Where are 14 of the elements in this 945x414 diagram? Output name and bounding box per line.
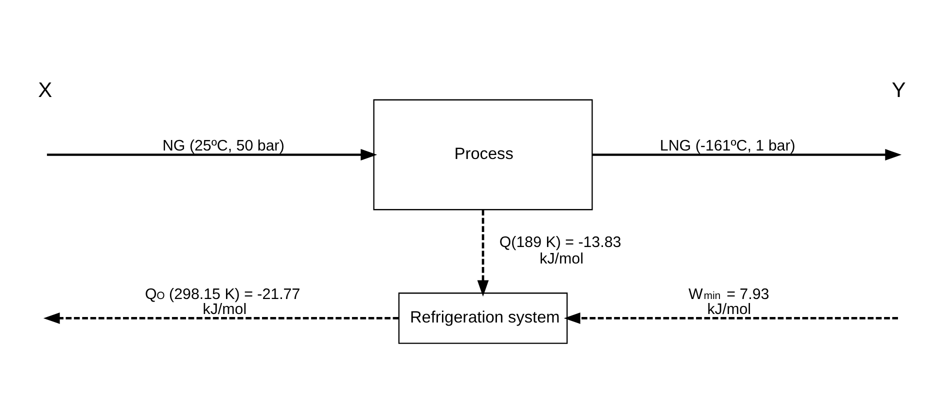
edge-label: Q(189 K) = -13.83 kJ/mol: [499, 234, 622, 268]
edge-label: LNG (-161ºC, 1 bar): [660, 138, 796, 155]
label: Y: [892, 78, 906, 102]
edge-label: QO (298.15 K) = -21.77 kJ/mol: [144, 286, 300, 318]
edge-label: NG (25ºC, 50 bar): [162, 138, 284, 155]
node-box: Process: [373, 99, 593, 210]
arrow: [477, 210, 489, 297]
arrow: [564, 312, 898, 324]
arrow: [46, 149, 378, 160]
label: X: [38, 78, 52, 102]
node-box: Refrigeration system: [398, 292, 568, 344]
arrow: [43, 312, 399, 324]
edge-label: Wmin = 7.93 kJ/mol: [688, 286, 770, 318]
arrow: [592, 149, 902, 160]
